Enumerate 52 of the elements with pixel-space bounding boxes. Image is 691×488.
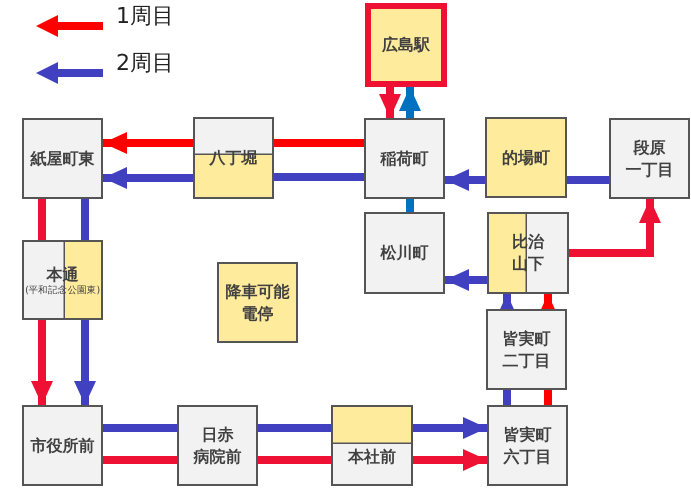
stop-name: 本社前 xyxy=(348,446,396,468)
stop-name: 紙屋町東 xyxy=(30,148,94,170)
stop-box xyxy=(364,212,445,294)
stop-name: 皆実町二丁目 xyxy=(502,328,550,372)
connector-line xyxy=(503,390,511,405)
stop-name: 段原一丁目 xyxy=(626,136,674,180)
stop-box xyxy=(485,117,567,198)
stop-name: 松川町 xyxy=(380,242,428,264)
legend-label: 2周目 xyxy=(116,50,174,78)
connector-line xyxy=(103,456,177,464)
arrow xyxy=(103,167,193,189)
arrow xyxy=(103,132,193,154)
arrow xyxy=(74,320,96,405)
stop-name: 皆実町六丁目 xyxy=(504,424,552,468)
connector-line xyxy=(274,139,364,147)
stop-box xyxy=(609,118,690,199)
stop-box xyxy=(217,262,298,343)
connector-line xyxy=(103,424,177,432)
connector-line xyxy=(567,176,609,184)
stop-box xyxy=(22,118,103,199)
stop-box xyxy=(486,309,567,390)
legend-label: 1周目 xyxy=(116,3,174,31)
arrow xyxy=(413,417,487,439)
stop-name: 的場町 xyxy=(502,146,550,168)
arrow xyxy=(445,169,485,191)
stop-name: 降車可能電停 xyxy=(226,280,290,324)
arrow xyxy=(413,449,487,471)
stop-box xyxy=(331,405,413,486)
connector-line xyxy=(38,199,46,240)
stop-box xyxy=(193,117,274,199)
connector-line xyxy=(274,173,364,181)
arrow xyxy=(399,87,421,118)
connector-line xyxy=(258,456,331,464)
stop-name: 日赤病院前 xyxy=(194,424,242,468)
arrow xyxy=(31,320,53,405)
station-box xyxy=(365,3,447,87)
connector-line xyxy=(406,199,414,212)
arrow xyxy=(379,87,401,118)
stop-name: 稲荷町 xyxy=(380,148,428,170)
stop-name: 広島駅 xyxy=(382,34,430,56)
stop-box xyxy=(364,118,445,199)
stop-box xyxy=(487,212,569,294)
stop-name: 市役所前 xyxy=(30,434,94,456)
stop-box xyxy=(22,405,103,486)
connector-line xyxy=(81,199,89,240)
stop-box xyxy=(177,405,258,486)
arrow xyxy=(569,199,661,257)
connector-line xyxy=(544,390,552,405)
connector-line xyxy=(258,424,331,432)
arrow xyxy=(445,269,487,291)
stop-box xyxy=(487,405,568,486)
stop-box xyxy=(22,240,103,320)
